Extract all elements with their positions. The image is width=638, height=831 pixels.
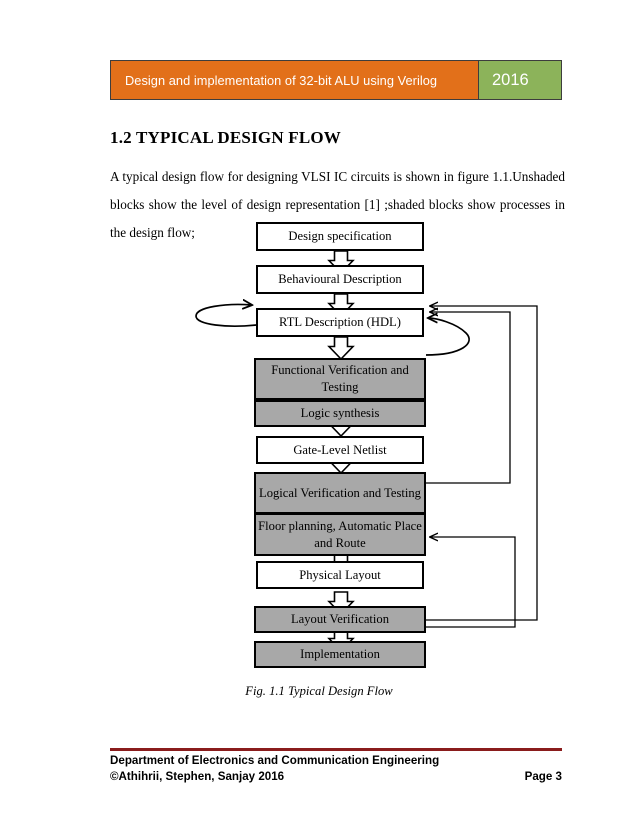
flow-node-floor-planning: Floor planning, Automatic Place and Rout…	[254, 513, 426, 556]
flow-node-logic-synthesis: Logic synthesis	[254, 400, 426, 427]
page-footer: Department of Electronics and Communicat…	[110, 753, 562, 784]
rtl-left-feedback-loop	[195, 304, 257, 327]
header-year: 2016	[492, 70, 529, 89]
body-paragraph: A typical design flow for designing VLSI…	[110, 169, 565, 240]
logical-verification-feedback-line	[426, 312, 511, 484]
flow-node-behavioural-description: Behavioural Description	[256, 265, 424, 294]
functional-verification-feedback-loop	[425, 318, 470, 356]
flow-node-logical-verification: Logical Verification and Testing	[254, 472, 426, 514]
footer-department: Department of Electronics and Communicat…	[110, 754, 440, 767]
page-header-banner: Design and implementation of 32-bit ALU …	[110, 60, 562, 100]
header-title-cell: Design and implementation of 32-bit ALU …	[111, 61, 478, 99]
layout-verification-to-floorplan-feedback-line	[426, 537, 516, 628]
flow-node-physical-layout: Physical Layout	[256, 561, 424, 589]
flow-node-implementation: Implementation	[254, 641, 426, 668]
flow-node-label: Implementation	[300, 647, 380, 661]
design-flow-diagram: Design specification Behavioural Descrip…	[0, 215, 638, 675]
flow-node-label: Logic synthesis	[300, 406, 380, 420]
layout-verification-to-rtl-feedback-line	[426, 306, 538, 621]
flow-node-label: Floor planning, Automatic Place and Rout…	[258, 518, 422, 550]
footer-copyright: ©Athihrii, Stephen, Sanjay 2016	[110, 769, 285, 783]
header-year-cell: 2016	[478, 61, 561, 99]
footer-divider	[110, 748, 562, 751]
flow-node-label: Layout Verification	[290, 612, 390, 626]
flow-node-label: RTL Description (HDL)	[279, 315, 401, 329]
figure-caption: Fig. 1.1 Typical Design Flow	[245, 684, 393, 698]
flow-node-label: Gate-Level Netlist	[293, 442, 387, 457]
flow-node-label: Physical Layout	[299, 567, 381, 582]
flow-node-label: Logical Verification and Testing	[259, 485, 421, 500]
footer-page-number: Page 3	[524, 769, 562, 783]
flow-node-layout-verification: Layout Verification	[254, 606, 426, 633]
flow-node-gate-level-netlist: Gate-Level Netlist	[256, 436, 424, 464]
flow-node-label: Behavioural Description	[278, 272, 402, 286]
flow-node-rtl-description: RTL Description (HDL)	[256, 308, 424, 337]
flow-node-label: Design specification	[288, 229, 392, 243]
flow-node-functional-verification: Functional Verification and Testing	[254, 358, 426, 400]
flow-node-label: Functional Verification and Testing	[271, 363, 409, 394]
flow-node-design-specification: Design specification	[256, 222, 424, 251]
section-heading: 1.2 TYPICAL DESIGN FLOW	[110, 128, 341, 147]
header-title: Design and implementation of 32-bit ALU …	[125, 72, 438, 88]
